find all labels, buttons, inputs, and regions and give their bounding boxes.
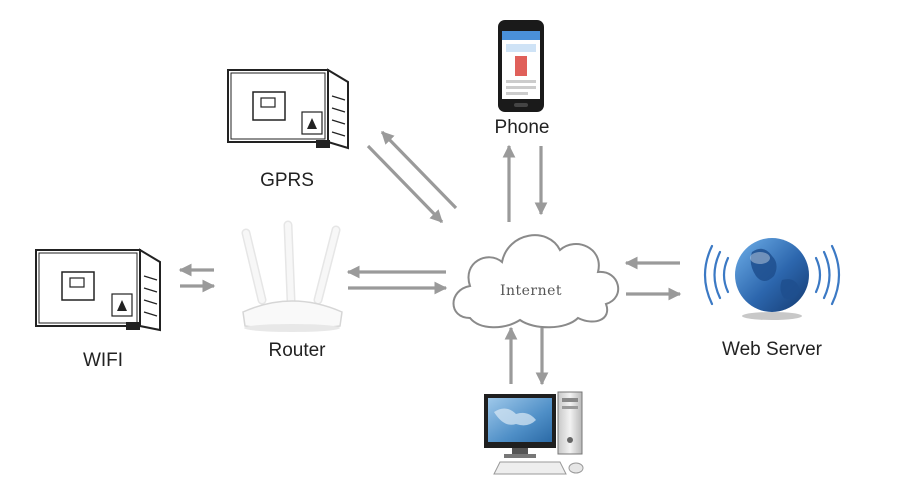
web-server-label: Web Server	[722, 339, 822, 360]
router-label: Router	[268, 340, 326, 361]
gprs-label: GPRS	[260, 170, 314, 191]
signal-waves-icon	[703, 244, 841, 306]
phone-label: Phone	[494, 117, 550, 138]
desktop-computer-icon	[484, 391, 584, 475]
web-server-globe-icon	[735, 238, 809, 320]
arrow-internet-to-gprs	[380, 130, 458, 210]
wifi-label: WIFI	[82, 350, 124, 371]
router-icon	[241, 220, 343, 332]
wifi-inverter-icon	[35, 248, 161, 332]
phone-icon	[498, 20, 544, 112]
connection-arrows	[178, 130, 682, 386]
gprs-inverter-icon	[227, 68, 349, 150]
internet-cloud-icon	[452, 234, 620, 329]
internet-label: Internet	[499, 283, 563, 299]
arrow-gprs-to-internet	[366, 144, 444, 224]
